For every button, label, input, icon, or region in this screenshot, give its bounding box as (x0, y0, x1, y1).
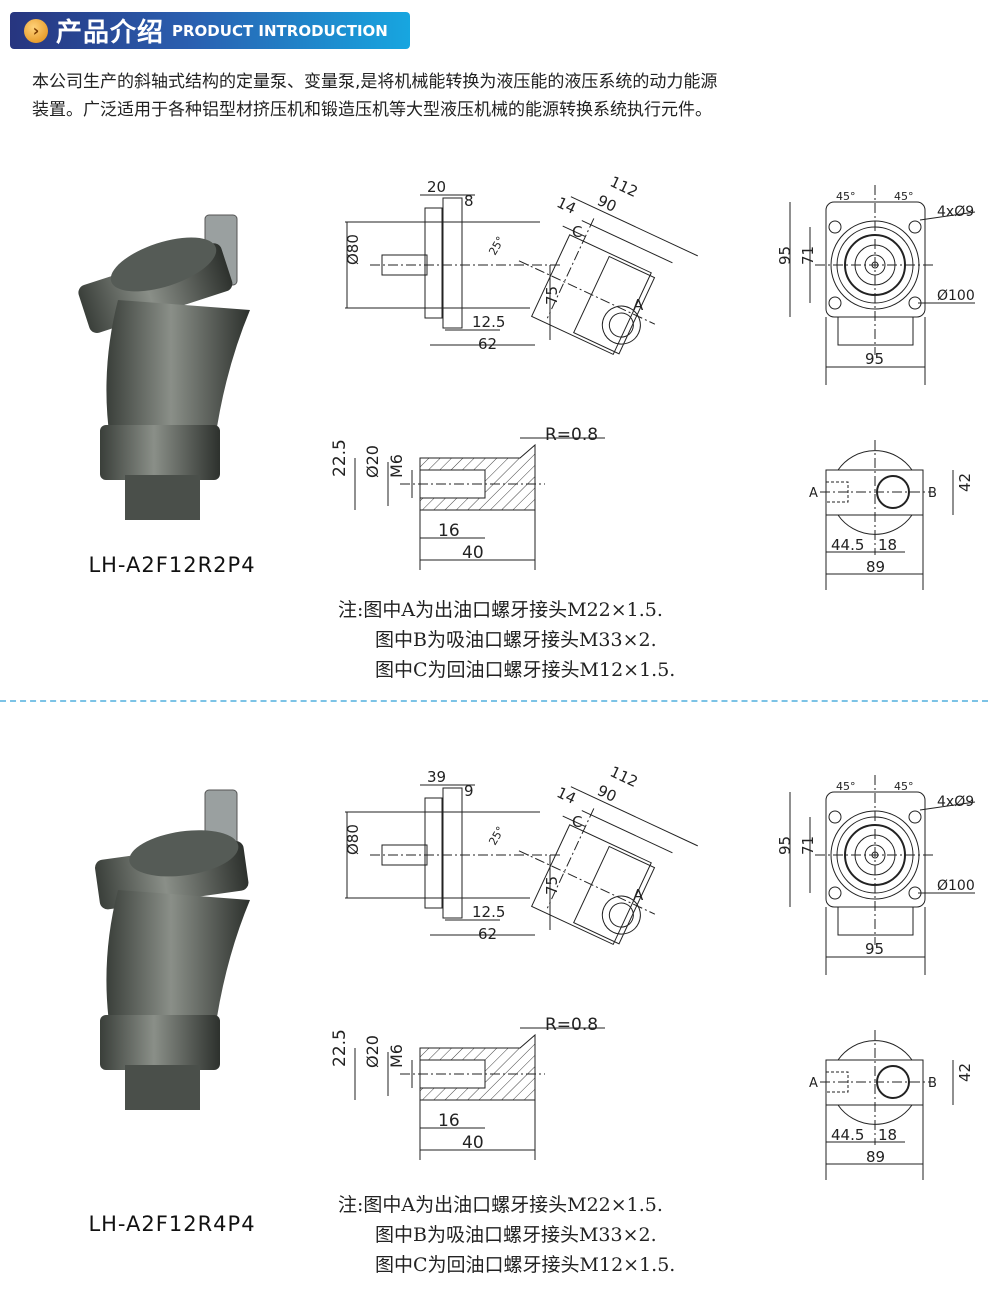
dimension-label: 25° (486, 234, 507, 257)
dimension-label: 14 (554, 783, 579, 807)
dimension-label: 8 (464, 192, 474, 210)
dimension-label: 89 (866, 558, 885, 576)
dimension-label: B (928, 486, 937, 501)
dimension-label: 4xØ9 (937, 204, 974, 220)
port-view-drawing (820, 440, 954, 590)
dimension-label: 16 (438, 521, 460, 541)
dimension-label: 75 (543, 286, 561, 305)
dimension-label: 95 (865, 940, 884, 958)
intro-line: 本公司生产的斜轴式结构的定量泵、变量泵,是将机械能转换为液压能的液压系统的动力能… (32, 72, 718, 92)
dimension-label: A (809, 486, 818, 501)
dimension-label: 45° (836, 190, 856, 203)
dimension-label: 4xØ9 (937, 794, 974, 810)
dimension-label: 25° (486, 824, 507, 847)
dimension-label: A (633, 296, 644, 314)
model-label: LH-A2F12R4P4 (88, 1212, 256, 1236)
dimension-label: R=0.8 (545, 425, 598, 445)
dimension-label: 90 (594, 191, 619, 215)
dimension-label: 45° (836, 780, 856, 793)
pump-photo (95, 789, 250, 1110)
dimension-label: 22.5 (330, 1029, 350, 1067)
dimension-label: Ø80 (344, 234, 362, 265)
dimension-label: 22.5 (330, 439, 350, 477)
dimension-label: A (809, 1076, 818, 1091)
pump-photo (78, 214, 250, 520)
note-line: 注:图中A为出油口螺牙接头M22×1.5. (338, 1194, 663, 1216)
dimension-label: B (928, 1076, 937, 1091)
dimension-label: 9 (464, 782, 474, 800)
dimension-label: A (633, 886, 644, 904)
dimension-label: 16 (438, 1111, 460, 1131)
dimension-label: M6 (387, 1044, 406, 1068)
header-title-en: PRODUCT INTRODUCTION (172, 21, 388, 40)
dimension-label: 90 (594, 781, 619, 805)
dimension-label: Ø20 (363, 1035, 382, 1068)
side-view-drawing (345, 194, 698, 356)
header-title-cn: 产品介绍 (56, 18, 165, 48)
dimension-label: 14 (554, 193, 579, 217)
shaft-section-drawing (354, 437, 605, 570)
dimension-label: 40 (462, 543, 484, 563)
note-line: 注:图中A为出油口螺牙接头M22×1.5. (338, 599, 663, 621)
port-notes: 注:图中A为出油口螺牙接头M22×1.5. 图中B为吸油口螺牙接头M33×2. … (338, 1190, 675, 1280)
intro-paragraph: 本公司生产的斜轴式结构的定量泵、变量泵,是将机械能转换为液压能的液压系统的动力能… (32, 68, 717, 124)
chevron-right-icon: › (24, 18, 48, 43)
note-line: 图中C为回油口螺牙接头M12×1.5. (375, 659, 676, 681)
note-line: 图中B为吸油口螺牙接头M33×2. (375, 629, 657, 651)
dimension-label: Ø80 (344, 824, 362, 855)
intro-line: 装置。广泛适用于各种铝型材挤压机和锻造压机等大型液压机械的能源转换系统执行元件。 (32, 100, 712, 120)
dimension-label: 62 (478, 335, 497, 353)
dimension-label: 95 (776, 836, 794, 855)
note-line: 图中B为吸油口螺牙接头M33×2. (375, 1224, 657, 1246)
dimension-label: 71 (799, 246, 817, 265)
dimension-label: 39 (427, 768, 446, 786)
front-view-drawing (789, 775, 976, 975)
shaft-section-drawing (354, 1027, 605, 1160)
dimension-label: Ø100 (937, 288, 975, 304)
dimension-label: 12.5 (472, 313, 505, 331)
section-divider (0, 700, 988, 702)
model-label: LH-A2F12R2P4 (88, 553, 256, 577)
dimension-label: Ø100 (937, 878, 975, 894)
dimension-label: 75 (543, 876, 561, 895)
dimension-label: Ø20 (363, 445, 382, 478)
front-view-drawing (789, 185, 976, 385)
section-header: › 产品介绍 PRODUCT INTRODUCTION (10, 12, 410, 49)
port-notes: 注:图中A为出油口螺牙接头M22×1.5. 图中B为吸油口螺牙接头M33×2. … (338, 595, 675, 685)
dimension-label: M6 (387, 454, 406, 478)
dimension-label: 62 (478, 925, 497, 943)
port-view-drawing (820, 1030, 954, 1180)
dimension-label: 89 (866, 1148, 885, 1166)
dimension-label: C (572, 813, 582, 831)
dimension-label: 18 (878, 1126, 897, 1144)
dimension-label: C (572, 223, 582, 241)
dimension-label: 95 (865, 350, 884, 368)
dimension-label: 44.5 (831, 536, 864, 554)
dimension-label: 44.5 (831, 1126, 864, 1144)
dimension-label: 45° (894, 190, 914, 203)
dimension-label: 42 (956, 1063, 974, 1082)
side-view-drawing (345, 784, 698, 946)
dimension-label: 20 (427, 178, 446, 196)
dimension-label: 95 (776, 246, 794, 265)
dimension-label: 42 (956, 473, 974, 492)
dimension-label: R=0.8 (545, 1015, 598, 1035)
note-line: 图中C为回油口螺牙接头M12×1.5. (375, 1254, 676, 1276)
dimension-label: 12.5 (472, 903, 505, 921)
dimension-label: 71 (799, 836, 817, 855)
dimension-label: 40 (462, 1133, 484, 1153)
dimension-label: 45° (894, 780, 914, 793)
dimension-label: 18 (878, 536, 897, 554)
